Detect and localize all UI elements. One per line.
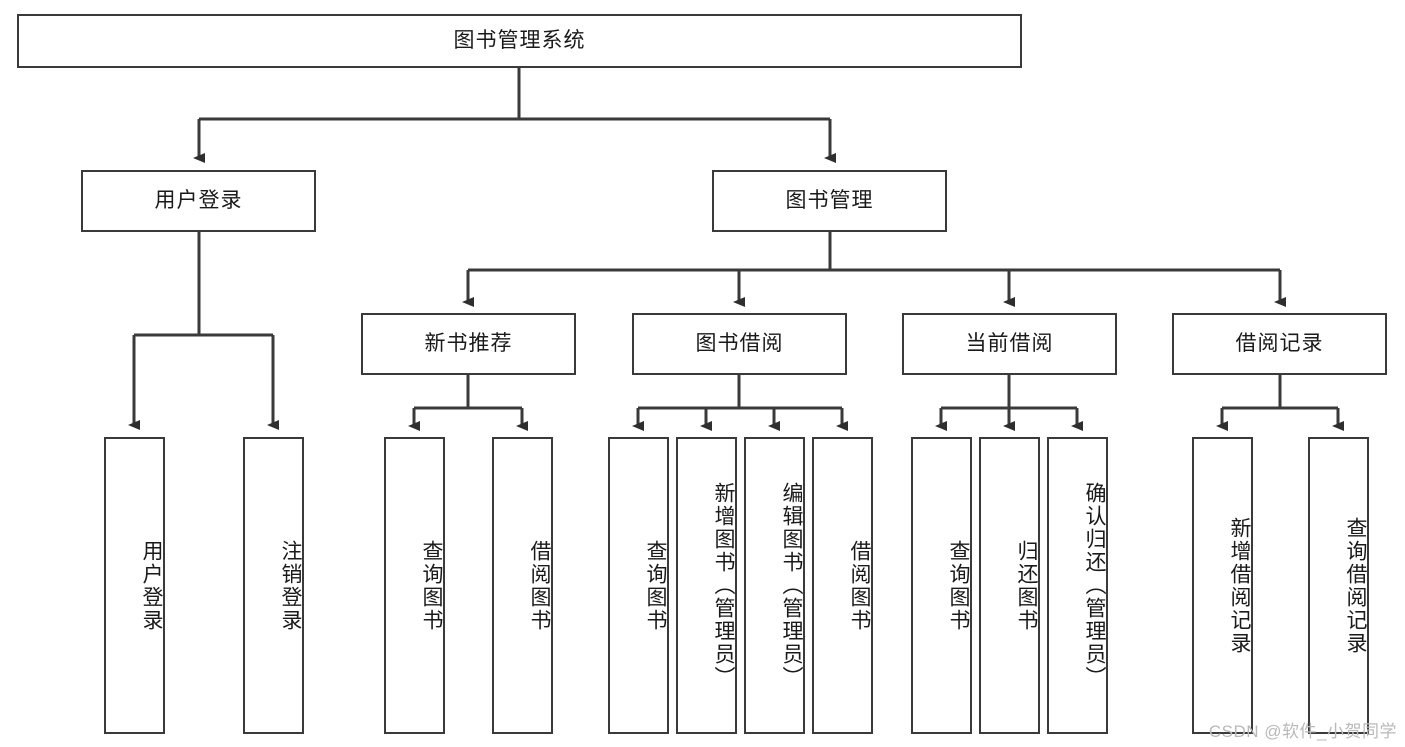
leaf-borrow-books[interactable]: 借阅图书 (812, 437, 873, 734)
node-label: 查询图书 (947, 539, 970, 632)
node-label: 新书推荐 (424, 332, 513, 356)
leaf-confirm-return-admin[interactable]: 确认归还（管理员） (1047, 437, 1108, 734)
leaf-return-books[interactable]: 归还图书 (979, 437, 1040, 734)
node-user-login[interactable]: 用户登录 (81, 170, 316, 232)
node-label: 借阅记录 (1235, 332, 1324, 356)
leaf-query-books-current[interactable]: 查询图书 (911, 437, 972, 734)
node-label: 借阅图书 (848, 539, 871, 632)
node-root-book-management-system[interactable]: 图书管理系统 (17, 14, 1022, 68)
leaf-add-book-admin[interactable]: 新增图书（管理员） (676, 437, 737, 734)
leaf-query-books-borrow[interactable]: 查询图书 (608, 437, 669, 734)
leaf-borrow-books-recommend[interactable]: 借阅图书 (492, 437, 553, 734)
node-label: 查询借阅记录 (1344, 516, 1367, 655)
node-label: 查询图书 (420, 539, 443, 632)
node-label: 图书管理 (785, 189, 874, 213)
leaf-add-borrow-record[interactable]: 新增借阅记录 (1192, 437, 1253, 734)
node-label: 用户登录 (140, 539, 163, 632)
node-current-borrowing[interactable]: 当前借阅 (902, 313, 1117, 375)
node-label: 图书管理系统 (453, 29, 586, 53)
node-label: 借阅图书 (528, 539, 551, 632)
leaf-logout[interactable]: 注销登录 (243, 437, 304, 734)
node-label: 当前借阅 (965, 332, 1054, 356)
node-label: 用户登录 (154, 189, 243, 213)
leaf-edit-book-admin[interactable]: 编辑图书（管理员） (744, 437, 805, 734)
node-label: 注销登录 (279, 539, 302, 632)
node-label: 新增图书（管理员） (712, 482, 735, 689)
node-label: 新增借阅记录 (1228, 516, 1251, 655)
node-label: 查询图书 (644, 539, 667, 632)
leaf-query-books-recommend[interactable]: 查询图书 (384, 437, 445, 734)
node-new-book-recommendation[interactable]: 新书推荐 (361, 313, 576, 375)
node-label: 图书借阅 (695, 332, 784, 356)
node-label: 编辑图书（管理员） (780, 482, 803, 689)
leaf-user-login[interactable]: 用户登录 (104, 437, 165, 734)
node-label: 确认归还（管理员） (1083, 482, 1106, 689)
node-book-management[interactable]: 图书管理 (712, 170, 947, 232)
leaf-query-borrow-record[interactable]: 查询借阅记录 (1308, 437, 1369, 734)
node-borrowing-records[interactable]: 借阅记录 (1172, 313, 1387, 375)
watermark-text: CSDN @软件_小贺同学 (1208, 722, 1397, 741)
node-label: 归还图书 (1015, 539, 1038, 632)
node-book-borrowing[interactable]: 图书借阅 (632, 313, 847, 375)
